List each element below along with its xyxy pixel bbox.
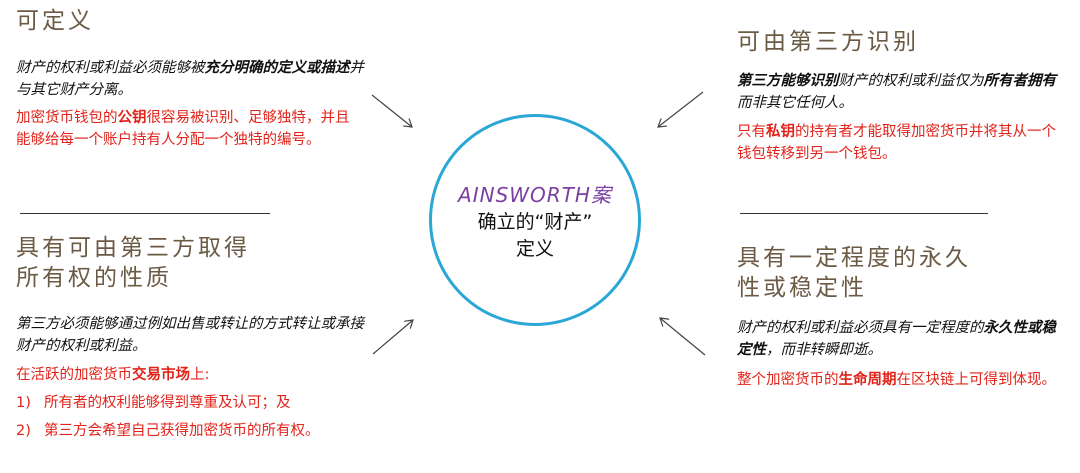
note-text: 很容易被识别、足够独特，并且能够给每一个账户持有人分配一个独特的编号。: [16, 110, 350, 148]
note-text: 加密货币钱包的: [16, 110, 118, 126]
list-text: 所有者的权利能够得到尊重及认可；及: [44, 395, 291, 411]
note-market-line: 在活跃的加密货币交易市场上:: [16, 364, 366, 386]
desc-bold: 永久性或稳定性: [737, 320, 1056, 358]
desc-text: 并与其它财产分离。: [16, 60, 364, 98]
center-subtitle: 确立的“财产”: [477, 211, 593, 233]
desc-bold: 所有者拥有: [983, 73, 1057, 89]
desc-bold: 充分明确的定义或描述: [204, 60, 350, 76]
note-text: 在活跃的加密货币: [16, 367, 132, 383]
note-market: 在活跃的加密货币交易市场上: 1) 所有者的权利能够得到尊重及认可；及 2) 第三方…: [16, 364, 366, 442]
arrow-top-right: [658, 91, 704, 127]
note-private-key: 只有私钥的持有者才能取得加密货币并将其从一个钱包转移到另一个钱包。: [737, 121, 1057, 165]
note-bold: 私钥: [766, 124, 795, 140]
center-title: AINSWORTH案: [458, 183, 612, 207]
desc-text: 财产的权利或利益仅为: [838, 73, 984, 89]
note-bold: 交易市场: [132, 367, 190, 383]
center-label: AINSWORTH案 确立的“财产” 定义: [429, 181, 641, 263]
center-circle: [429, 114, 641, 326]
heading-permanent: 具有一定程度的永久 性或稳定性: [737, 245, 971, 301]
note-text: 整个加密货币的: [737, 372, 839, 388]
note-bold: 公钥: [117, 110, 147, 126]
list-number: 2): [16, 423, 31, 439]
note-lifecycle: 整个加密货币的生命周期在区块链上可得到体现。: [737, 369, 1067, 391]
desc-definable: 财产的权利或利益必须能够被充分明确的定义或描述并与其它财产分离。: [16, 57, 366, 101]
list-text: 第三方会希望自己获得加密货币的所有权。: [44, 423, 320, 439]
desc-permanent: 财产的权利或利益必须具有一定程度的永久性或稳定性，而非转瞬即逝。: [737, 317, 1067, 361]
arrow-bottom-right: [660, 318, 706, 356]
note-text: 上:: [190, 367, 210, 383]
list-number: 1): [16, 395, 31, 411]
desc-bold: 第三方能够识别: [737, 73, 839, 89]
market-list: 1) 所有者的权利能够得到尊重及认可；及 2) 第三方会希望自己获得加密货币的所有权…: [16, 392, 366, 442]
note-text: 在区块链上可得到体现。: [896, 372, 1057, 388]
center-subtitle: 定义: [515, 238, 554, 260]
divider-right: [740, 213, 988, 214]
arrow-bottom-left: [372, 320, 413, 355]
desc-text: 而非其它任何人。: [737, 95, 853, 111]
divider-left: [20, 213, 270, 214]
list-item: 2) 第三方会希望自己获得加密货币的所有权。: [16, 420, 366, 442]
list-item: 1) 所有者的权利能够得到尊重及认可；及: [16, 392, 366, 414]
heading-identifiable: 可由第三方识别: [737, 29, 919, 55]
desc-identifiable: 第三方能够识别财产的权利或利益仅为所有者拥有而非其它任何人。: [737, 70, 1067, 114]
desc-text: 财产的权利或利益必须能够被: [16, 60, 205, 76]
heading-definable: 可定义: [16, 8, 94, 34]
note-bold: 生命周期: [838, 372, 897, 388]
desc-text: 财产的权利或利益必须具有一定程度的: [737, 320, 984, 336]
heading-transferable: 具有可由第三方取得 所有权的性质: [16, 235, 250, 291]
note-public-key: 加密货币钱包的公钥很容易被识别、足够独特，并且能够给每一个账户持有人分配一个独特…: [16, 107, 356, 151]
desc-transferable: 第三方必须能够通过例如出售或转让的方式转让或承接财产的权利或利益。: [16, 316, 364, 354]
note-text: 的持有者才能取得加密货币并将其从一个钱包转移到另一个钱包。: [737, 124, 1056, 162]
arrow-top-left: [371, 94, 412, 127]
desc-text: ，而非转瞬即逝。: [766, 342, 882, 358]
note-text: 只有: [737, 124, 766, 140]
